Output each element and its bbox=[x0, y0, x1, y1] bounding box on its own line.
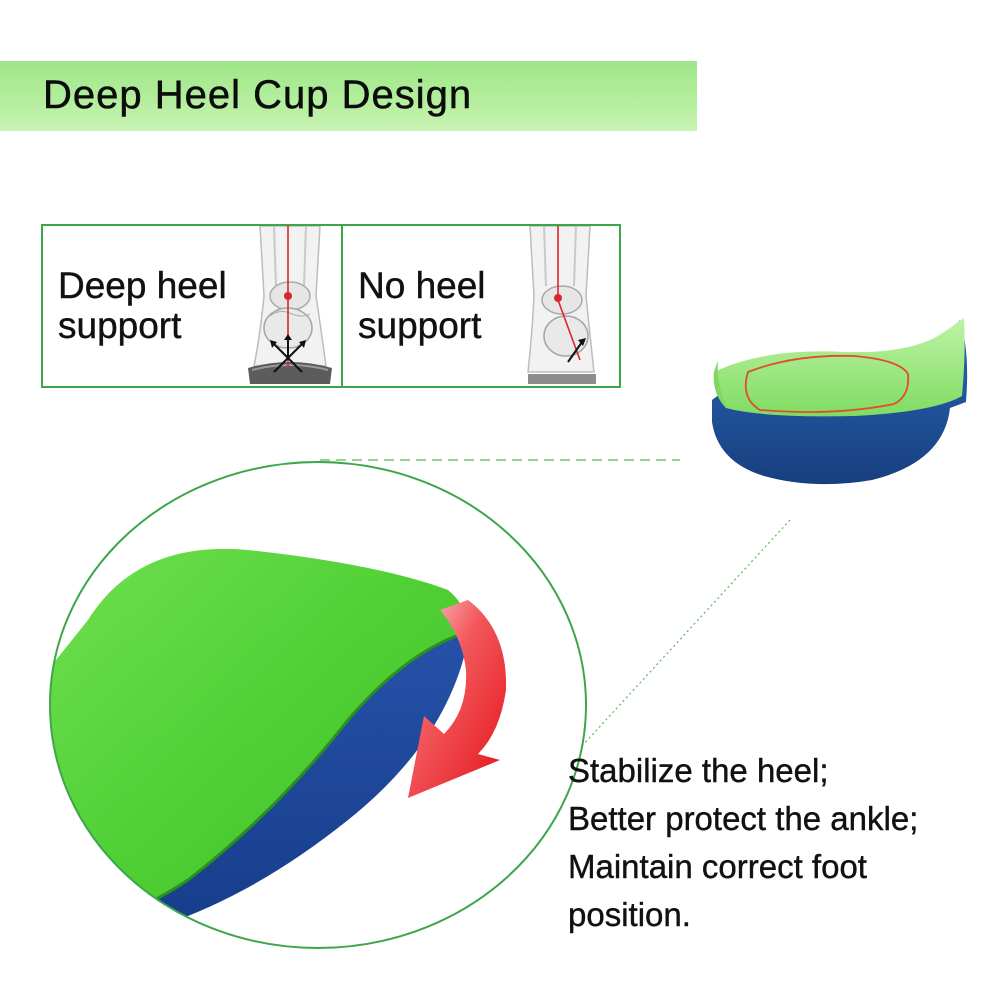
heel-cup-product-photo bbox=[712, 318, 968, 485]
title-banner bbox=[0, 61, 697, 131]
deep-heel-label-line1: Deep heel bbox=[58, 265, 227, 306]
supported-foot-skeleton-icon bbox=[248, 226, 332, 384]
no-heel-label-line1: No heel bbox=[358, 265, 486, 306]
no-heel-label: No heel support bbox=[358, 265, 486, 346]
unsupported-foot-skeleton-icon bbox=[527, 226, 596, 384]
benefit-line-2: Better protect the ankle; bbox=[568, 800, 919, 837]
deep-heel-label: Deep heel support bbox=[58, 265, 227, 346]
benefit-line-3: Maintain correct foot bbox=[568, 848, 867, 885]
benefit-line-1: Stabilize the heel; bbox=[568, 752, 829, 789]
deep-heel-label-line2: support bbox=[58, 305, 182, 346]
benefit-line-4: position. bbox=[568, 896, 691, 933]
no-heel-label-line2: support bbox=[358, 305, 482, 346]
comparison-divider bbox=[341, 224, 343, 388]
comparison-panel bbox=[41, 224, 621, 388]
page-title: Deep Heel Cup Design bbox=[43, 73, 473, 118]
heel-cup-closeup-circle bbox=[49, 461, 587, 949]
